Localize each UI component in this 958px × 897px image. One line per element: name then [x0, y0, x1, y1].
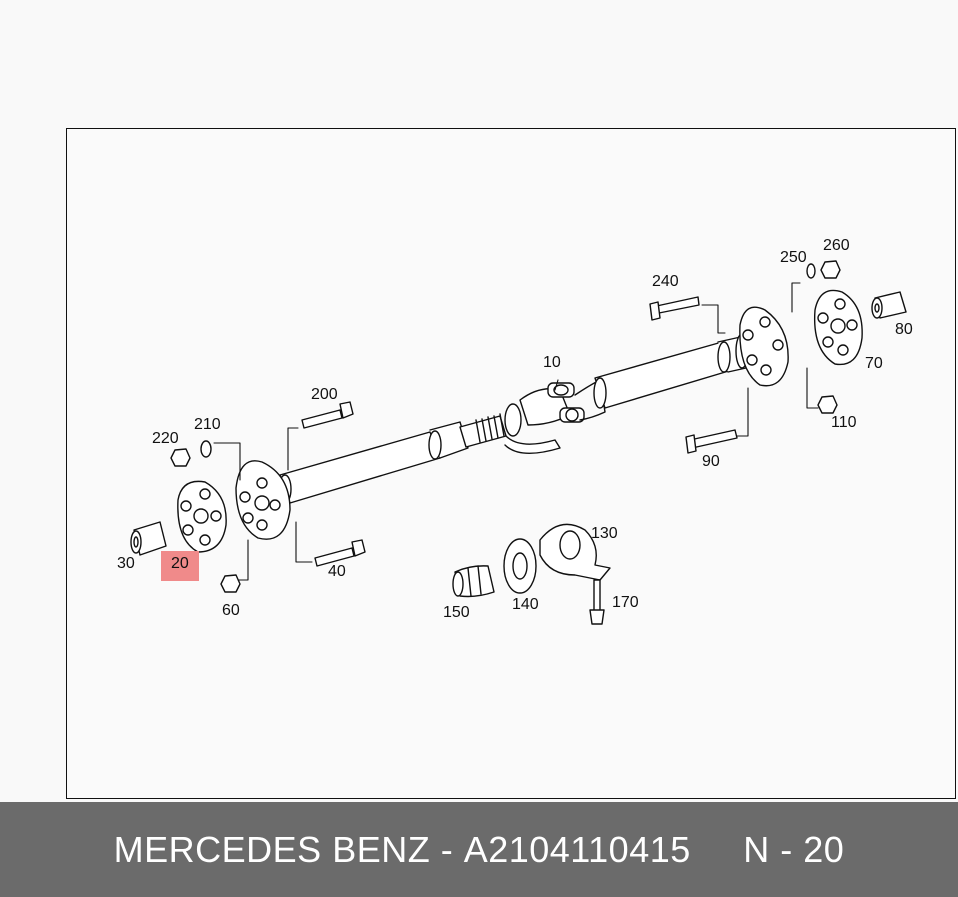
- driveshaft-rear-tube: [593, 333, 756, 409]
- callout-250[interactable]: 250: [780, 249, 807, 266]
- boot-150: [452, 565, 495, 598]
- callout-150[interactable]: 150: [443, 604, 470, 621]
- callout-10[interactable]: 10: [543, 354, 561, 371]
- nut-220: [170, 448, 191, 467]
- rear-flex-disc: [739, 306, 789, 387]
- callout-60[interactable]: 60: [222, 602, 240, 619]
- part-info-footer: MERCEDES BENZ - A2104110415 N - 20: [0, 802, 958, 897]
- nut-110: [817, 395, 838, 414]
- callout-210[interactable]: 210: [194, 416, 221, 433]
- footer-separator: -: [430, 828, 464, 870]
- bearing-mount-130: [539, 523, 611, 581]
- callout-240[interactable]: 240: [652, 273, 679, 290]
- callout-200[interactable]: 200: [311, 386, 338, 403]
- washer-250: [806, 263, 816, 279]
- bearing-140: [503, 538, 537, 594]
- callout-20-highlighted[interactable]: 20: [161, 551, 199, 581]
- callout-40[interactable]: 40: [328, 563, 346, 580]
- callout-140[interactable]: 140: [512, 596, 539, 613]
- brand-name: MERCEDES BENZ: [113, 828, 431, 870]
- nut-260: [820, 260, 841, 279]
- callout-220[interactable]: 220: [152, 430, 179, 447]
- bolt-200: [301, 401, 354, 429]
- bolt-40: [314, 539, 366, 567]
- leader-lines: [213, 282, 819, 581]
- diagram-frame: [66, 128, 956, 799]
- flex-disc-20: [177, 480, 227, 553]
- driveshaft-front-tube: [278, 421, 469, 504]
- callout-130[interactable]: 130: [591, 525, 618, 542]
- washer-210: [200, 440, 212, 458]
- nut-60: [220, 574, 241, 593]
- bolt-90: [685, 429, 738, 454]
- spline-section: [459, 403, 561, 454]
- flex-disc-70: [813, 289, 863, 366]
- bushing-30: [130, 521, 167, 556]
- callout-260[interactable]: 260: [823, 237, 850, 254]
- callout-90[interactable]: 90: [702, 453, 720, 470]
- bushing-80: [871, 291, 907, 319]
- callout-170[interactable]: 170: [612, 594, 639, 611]
- front-flex-disc: [235, 460, 291, 540]
- callout-30[interactable]: 30: [117, 555, 135, 572]
- bolt-240: [649, 296, 700, 321]
- part-number: A2104110415: [463, 828, 691, 870]
- footer-gap: [691, 829, 744, 871]
- callout-80[interactable]: 80: [895, 321, 913, 338]
- bolt-170: [589, 579, 605, 625]
- callout-110[interactable]: 110: [831, 414, 857, 431]
- universal-joint: [519, 379, 606, 426]
- position-label: N - 20: [743, 828, 845, 870]
- callout-70[interactable]: 70: [865, 355, 883, 372]
